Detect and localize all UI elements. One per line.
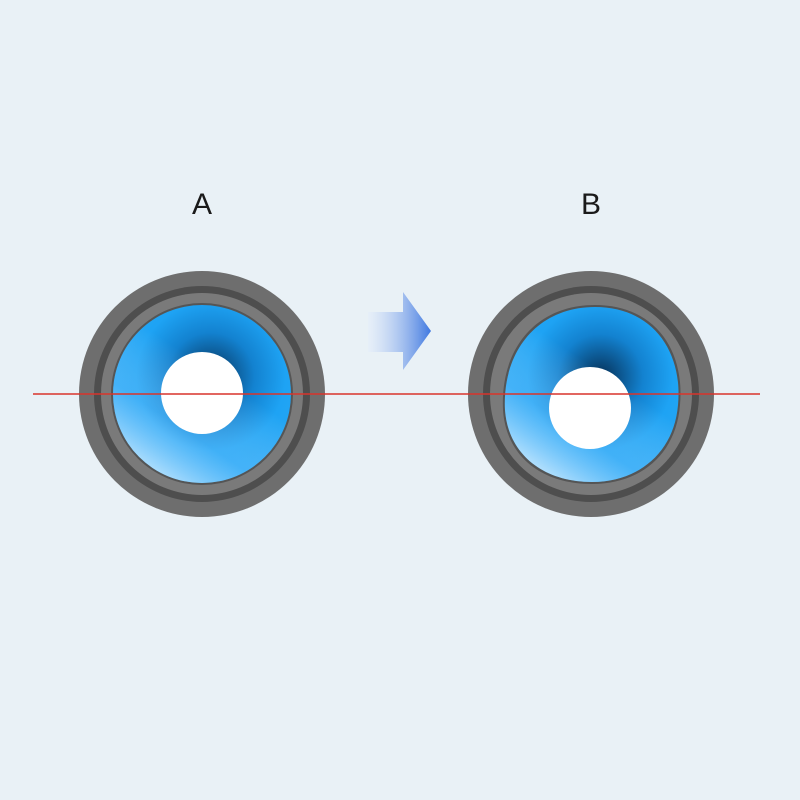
label-b: B <box>580 188 601 221</box>
label-a: A <box>191 188 212 221</box>
arrow-right-icon <box>368 292 431 370</box>
